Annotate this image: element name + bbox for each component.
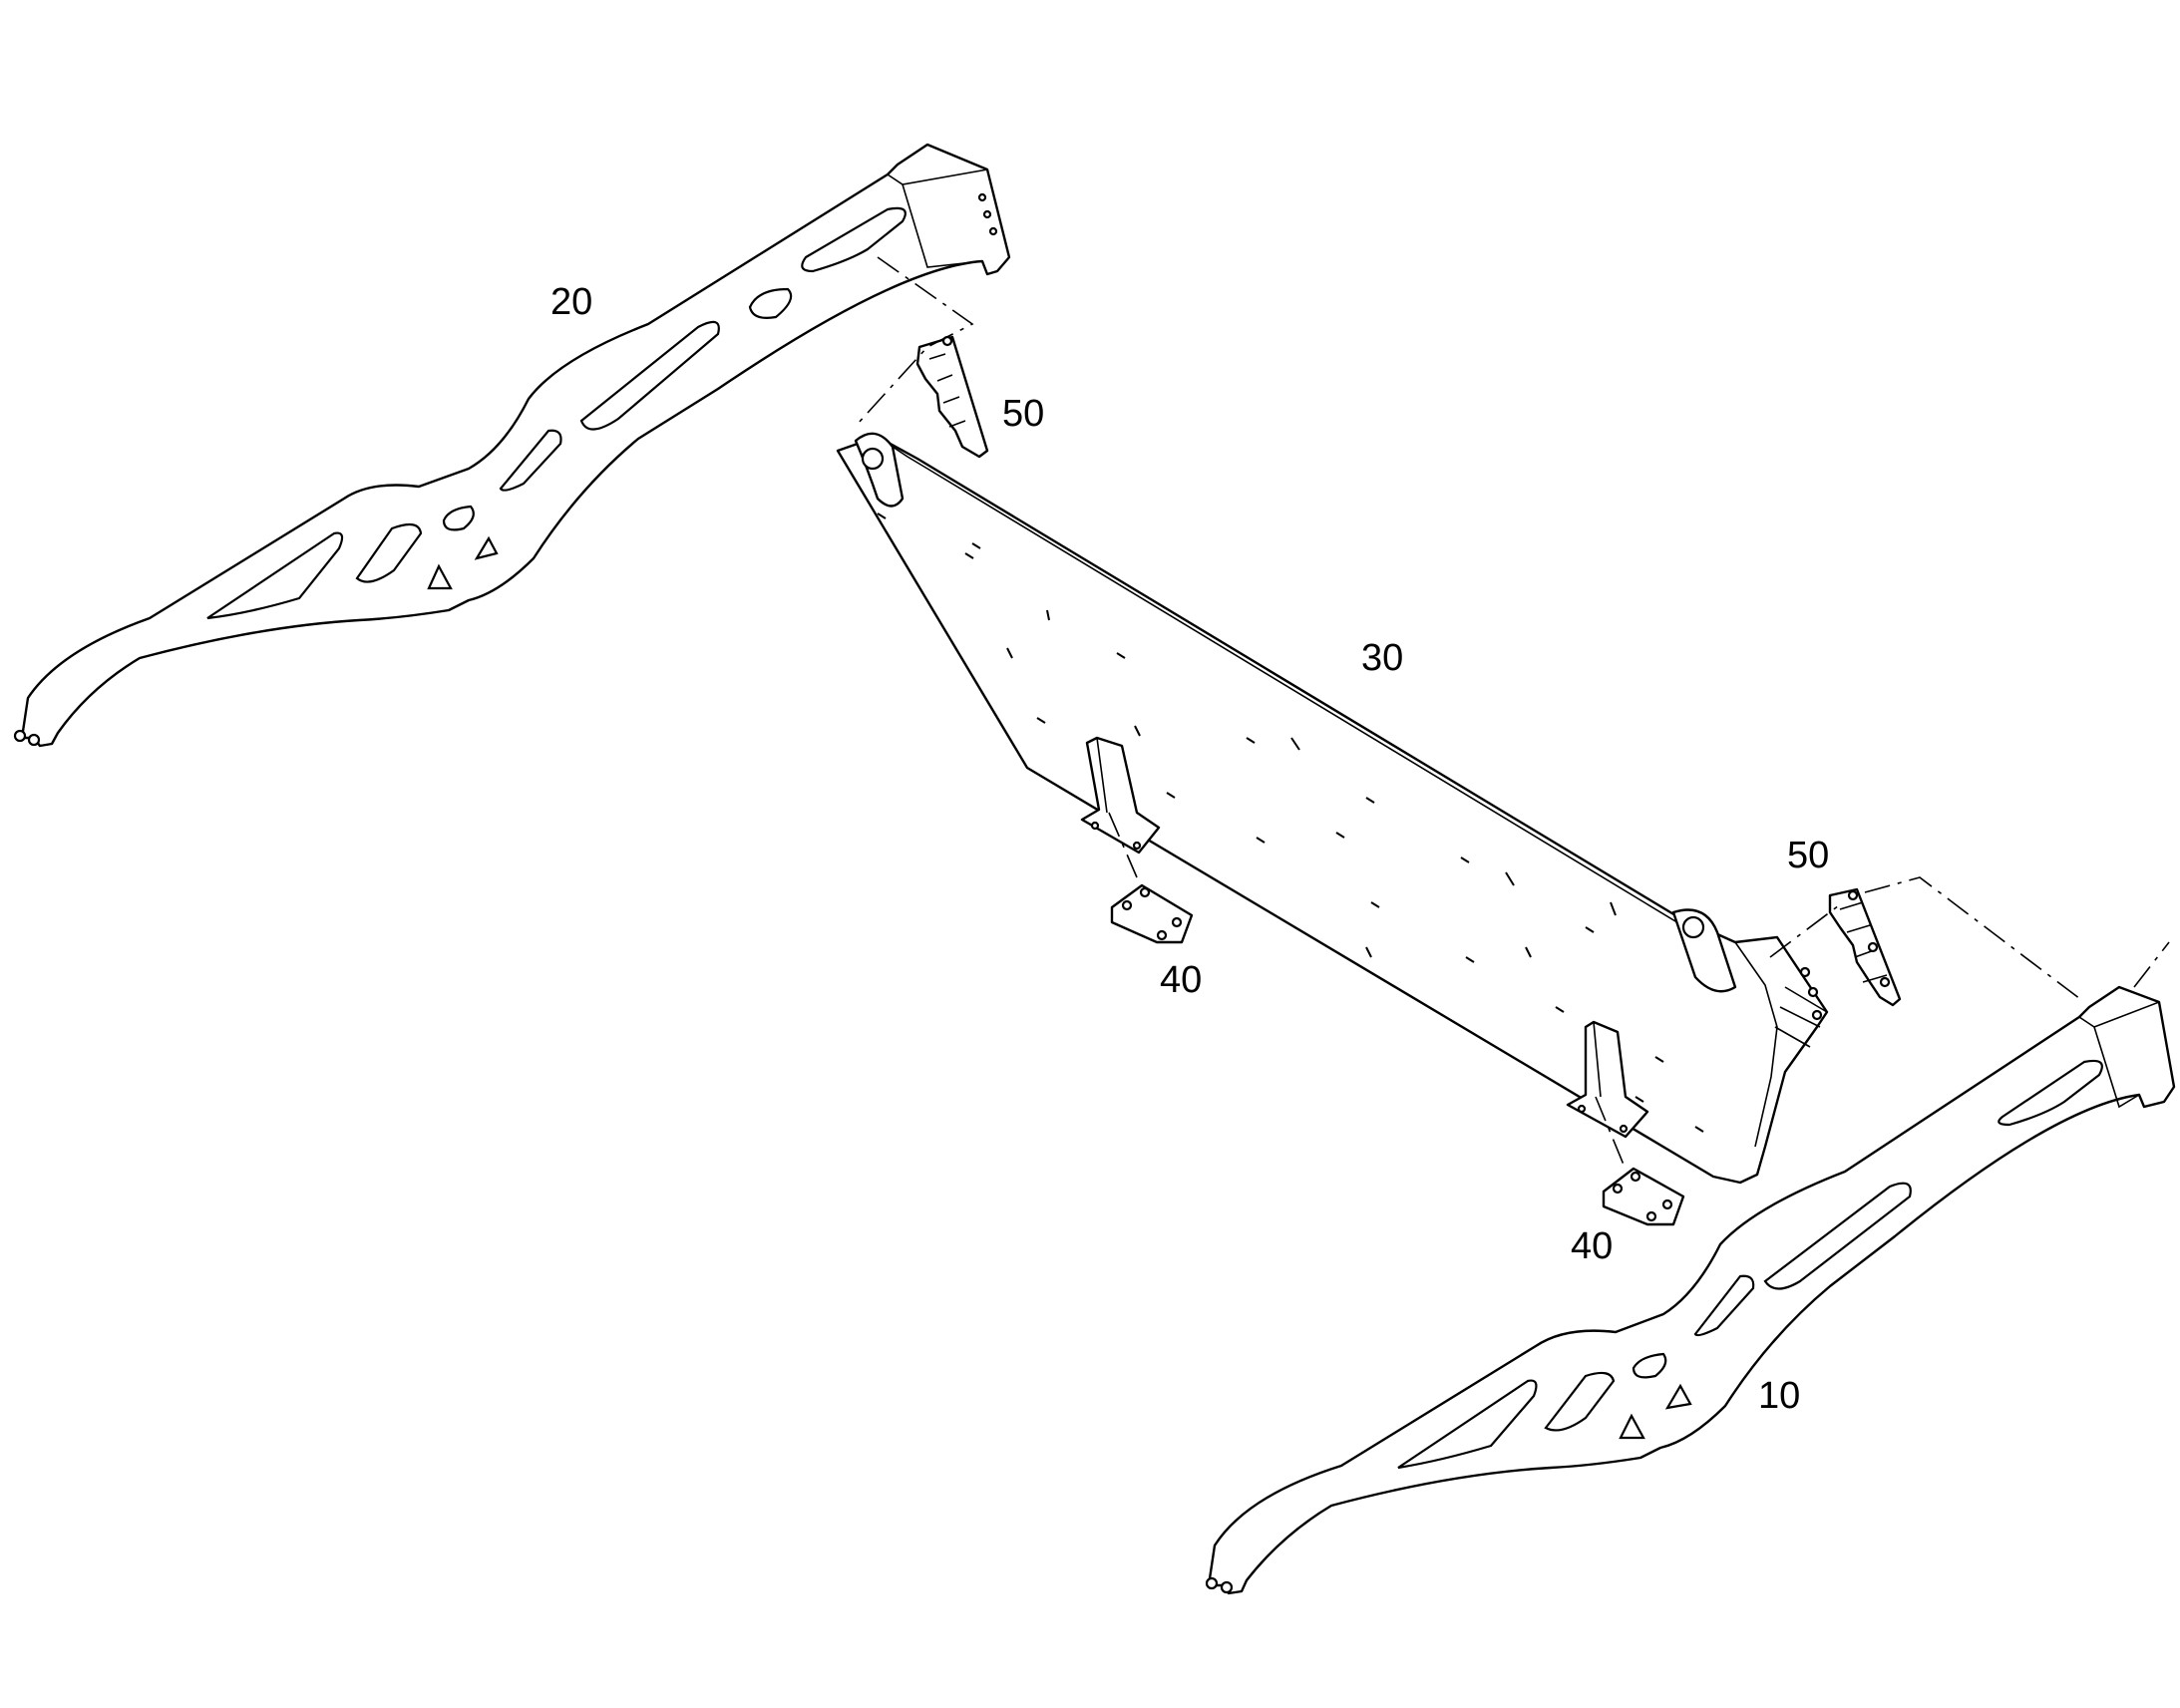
wedge-bracket-50-top — [915, 335, 989, 459]
callout-40-right: 40 — [1571, 1225, 1613, 1267]
callouts: 20 50 30 50 40 40 10 — [550, 281, 1829, 1417]
side-arm-10 — [1205, 985, 2176, 1595]
plate-40-right — [1602, 1167, 1685, 1226]
callout-10: 10 — [1758, 1375, 1800, 1417]
callout-40-left: 40 — [1160, 959, 1202, 1001]
beam-face-marks — [877, 512, 1704, 1133]
plate-40-left — [1110, 883, 1194, 944]
callout-50-top: 50 — [1002, 393, 1044, 435]
assembly-lines — [857, 256, 2170, 1166]
wedge-bracket-50-right — [1828, 887, 1902, 1007]
cross-beam-30 — [836, 432, 1829, 1185]
callout-20: 20 — [550, 281, 592, 323]
callout-30: 30 — [1361, 637, 1403, 679]
side-arm-20 — [13, 143, 1011, 748]
callout-50-right: 50 — [1787, 835, 1829, 876]
